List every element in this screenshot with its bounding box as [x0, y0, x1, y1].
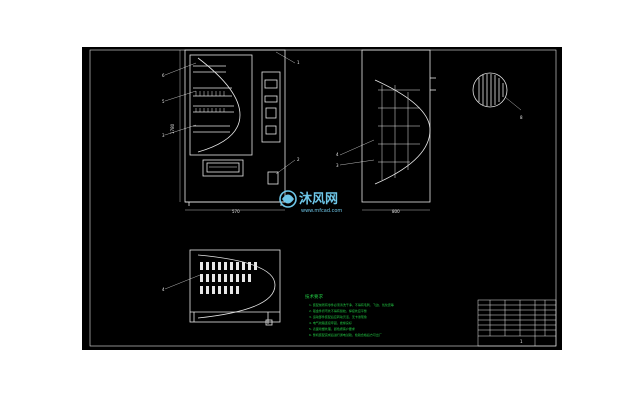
callout-front-4: 1 [297, 60, 300, 65]
detail-view [472, 72, 522, 111]
notes-line-3: 3. 运动部件装配后应转动灵活，无卡滞现象 [309, 314, 367, 319]
callout-top-1: 4 [162, 287, 165, 292]
callout-front-5: 2 [297, 157, 300, 162]
notes-line-4: 4. 电气线路连接牢固，绝缘良好 [309, 320, 352, 325]
top-view-product-grid [200, 262, 257, 294]
title-block [477, 299, 557, 347]
watermark-brand: 沐风网 [299, 191, 338, 207]
notes-title: 技术要求 [305, 293, 323, 300]
notes-line-5: 5. 表面喷塑处理，颜色按客户要求 [309, 326, 355, 331]
callout-front-1: 6 [162, 73, 165, 78]
dim-front-width: 570 [232, 209, 240, 214]
notes-line-1: 1. 装配前所有零件必须清洗干净，不得有毛刺、飞边、氧化皮等 [309, 302, 394, 307]
dim-side-width: 800 [392, 209, 400, 214]
notes-line-2: 2. 钣金件折弯处不得有裂纹，焊接处应平整 [309, 308, 367, 313]
dim-front-height: 1780 [170, 123, 175, 134]
callout-side-1: 4 [336, 152, 339, 157]
notes-line-6: 6. 整机装配完成后进行通电试验，检验合格后方可出厂 [309, 332, 382, 337]
watermark-logo-icon [279, 190, 297, 208]
callout-detail-1: 8 [520, 115, 523, 120]
top-view [164, 249, 281, 326]
cad-sheet [82, 47, 562, 350]
callout-front-3: 3 [162, 133, 165, 138]
watermark: 沐风网 www.mfcad.com [279, 190, 342, 214]
title-block-sheet-no: 1 [520, 339, 523, 344]
front-view [164, 49, 296, 211]
callout-side-2: 3 [336, 163, 339, 168]
watermark-url: www.mfcad.com [301, 208, 342, 214]
drawing-border [89, 49, 557, 347]
side-view [339, 49, 436, 211]
callout-front-2: 5 [162, 99, 165, 104]
